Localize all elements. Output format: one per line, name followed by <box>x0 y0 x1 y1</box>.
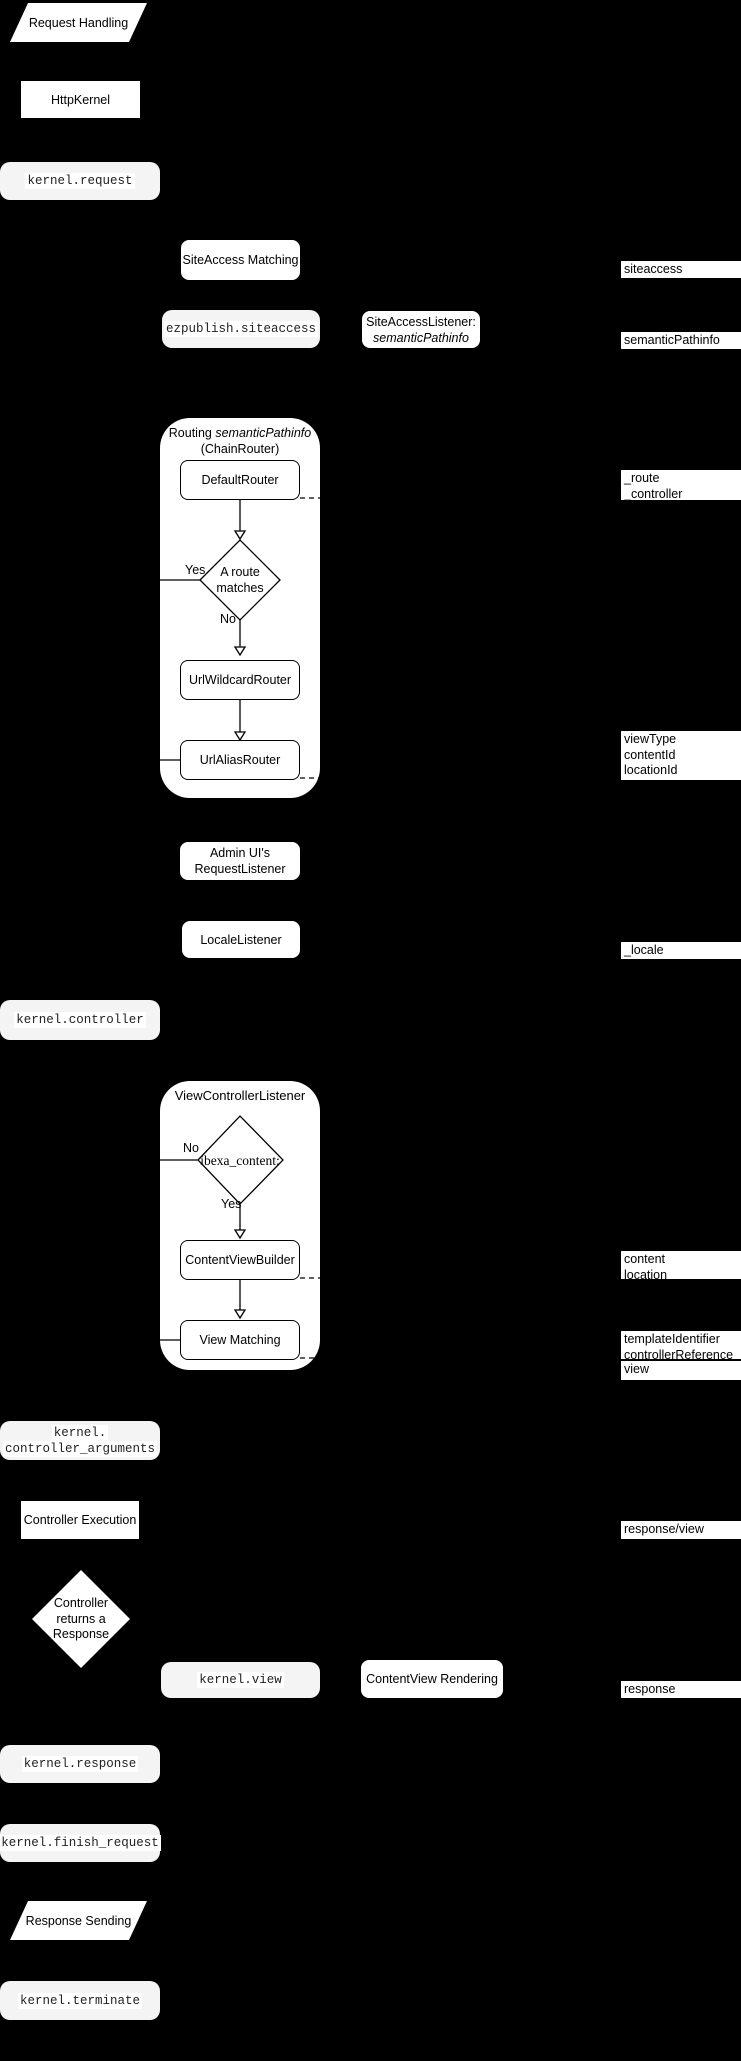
siteaccess-listener-line2: semanticPathinfo <box>373 330 469 345</box>
routing-title-italic: semanticPathinfo <box>215 426 312 440</box>
kernel-finish-request-label: kernel.finish_request <box>0 1835 161 1851</box>
siteaccess-matching-label: SiteAccess Matching <box>182 253 299 267</box>
annotation-template-controller: templateIdentifier controllerReference <box>621 1331 741 1362</box>
routing-title-line2: (ChainRouter) <box>200 442 280 456</box>
event-ezpublish-siteaccess: ezpublish.siteaccess <box>162 310 320 348</box>
decision-controller-returns-text: Controller returns a Response <box>52 1596 110 1641</box>
end-parallelogram: Response Sending <box>10 1901 147 1940</box>
node-admin-request-listener: Admin UI's RequestListener <box>180 842 300 880</box>
annotation-semantic-pathinfo: semanticPathinfo <box>621 332 741 349</box>
annotation-route-controller: _route _controller <box>621 470 741 501</box>
ezpublish-siteaccess-label: ezpublish.siteaccess <box>163 321 319 337</box>
kernel-terminate-label: kernel.terminate <box>17 1992 143 2009</box>
node-url-alias-router: UrlAliasRouter <box>180 740 300 780</box>
node-controller-execution: Controller Execution <box>21 1501 139 1539</box>
node-httpkernel: HttpKernel <box>21 81 140 118</box>
kernel-controller-arguments-line1: kernel. <box>51 1424 109 1441</box>
routing-title: Routing semanticPathinfo (ChainRouter) <box>160 425 320 457</box>
annotation-siteaccess: siteaccess <box>621 261 741 278</box>
ibexa-content-yes-label: Yes <box>221 1197 242 1211</box>
response-sending-label: Response Sending <box>25 1913 132 1928</box>
node-locale-listener: LocaleListener <box>182 921 300 958</box>
url-alias-router-label: UrlAliasRouter <box>199 753 281 767</box>
event-kernel-view: kernel.view <box>161 1662 320 1698</box>
httpkernel-label: HttpKernel <box>50 92 111 107</box>
node-siteaccess-listener: SiteAccessListener: semanticPathinfo <box>362 311 480 348</box>
route-matches-no-label: No <box>220 612 236 626</box>
event-kernel-controller-arguments: kernel. controller_arguments <box>0 1421 160 1460</box>
node-siteaccess-matching: SiteAccess Matching <box>181 240 300 280</box>
annotation-response: response <box>621 1681 741 1698</box>
start-label: Request Handling <box>28 15 129 30</box>
annotation-content-location: content location <box>621 1251 741 1282</box>
kernel-view-label: kernel.view <box>197 1672 284 1688</box>
node-view-matching: View Matching <box>180 1320 300 1360</box>
annotation-locale: _locale <box>621 942 741 959</box>
view-matching-label: View Matching <box>199 1333 281 1347</box>
contentview-rendering-label: ContentView Rendering <box>366 1672 498 1686</box>
siteaccess-listener-line1: SiteAccessListener: <box>366 314 476 329</box>
routing-title-normal: Routing <box>168 426 216 440</box>
kernel-request-label: kernel.request <box>25 173 135 189</box>
decision-ibexa-content-text: ibexa_content: <box>200 1153 280 1168</box>
locale-listener-label: LocaleListener <box>200 932 282 947</box>
decision-route-matches-text: A route matches <box>216 565 264 595</box>
annotation-view: view <box>621 1361 741 1380</box>
event-kernel-response: kernel.response <box>0 1745 160 1783</box>
event-kernel-request: kernel.request <box>0 162 160 200</box>
annotation-view-params: viewType contentId locationId <box>621 731 741 780</box>
node-content-view-builder: ContentViewBuilder <box>180 1240 300 1280</box>
node-url-wildcard-router: UrlWildcardRouter <box>180 660 300 700</box>
node-contentview-rendering: ContentView Rendering <box>361 1660 503 1698</box>
content-view-builder-label: ContentViewBuilder <box>185 1253 295 1267</box>
event-kernel-controller: kernel.controller <box>0 1000 160 1040</box>
node-default-router: DefaultRouter <box>180 460 300 500</box>
kernel-response-label: kernel.response <box>21 1756 139 1772</box>
url-wildcard-router-label: UrlWildcardRouter <box>188 673 292 687</box>
controller-execution-label: Controller Execution <box>23 1513 137 1527</box>
ibexa-content-no-label: No <box>183 1141 199 1155</box>
event-kernel-terminate: kernel.terminate <box>0 1981 160 2020</box>
kernel-controller-label: kernel.controller <box>14 1012 146 1028</box>
start-parallelogram: Request Handling <box>10 3 147 42</box>
kernel-controller-arguments-line2: controller_arguments <box>2 1440 158 1457</box>
event-kernel-finish-request: kernel.finish_request <box>0 1824 161 1862</box>
view-controller-listener-title: ViewControllerListener <box>174 1088 306 1103</box>
default-router-label: DefaultRouter <box>201 473 279 487</box>
annotation-response-view: response/view <box>621 1521 741 1539</box>
